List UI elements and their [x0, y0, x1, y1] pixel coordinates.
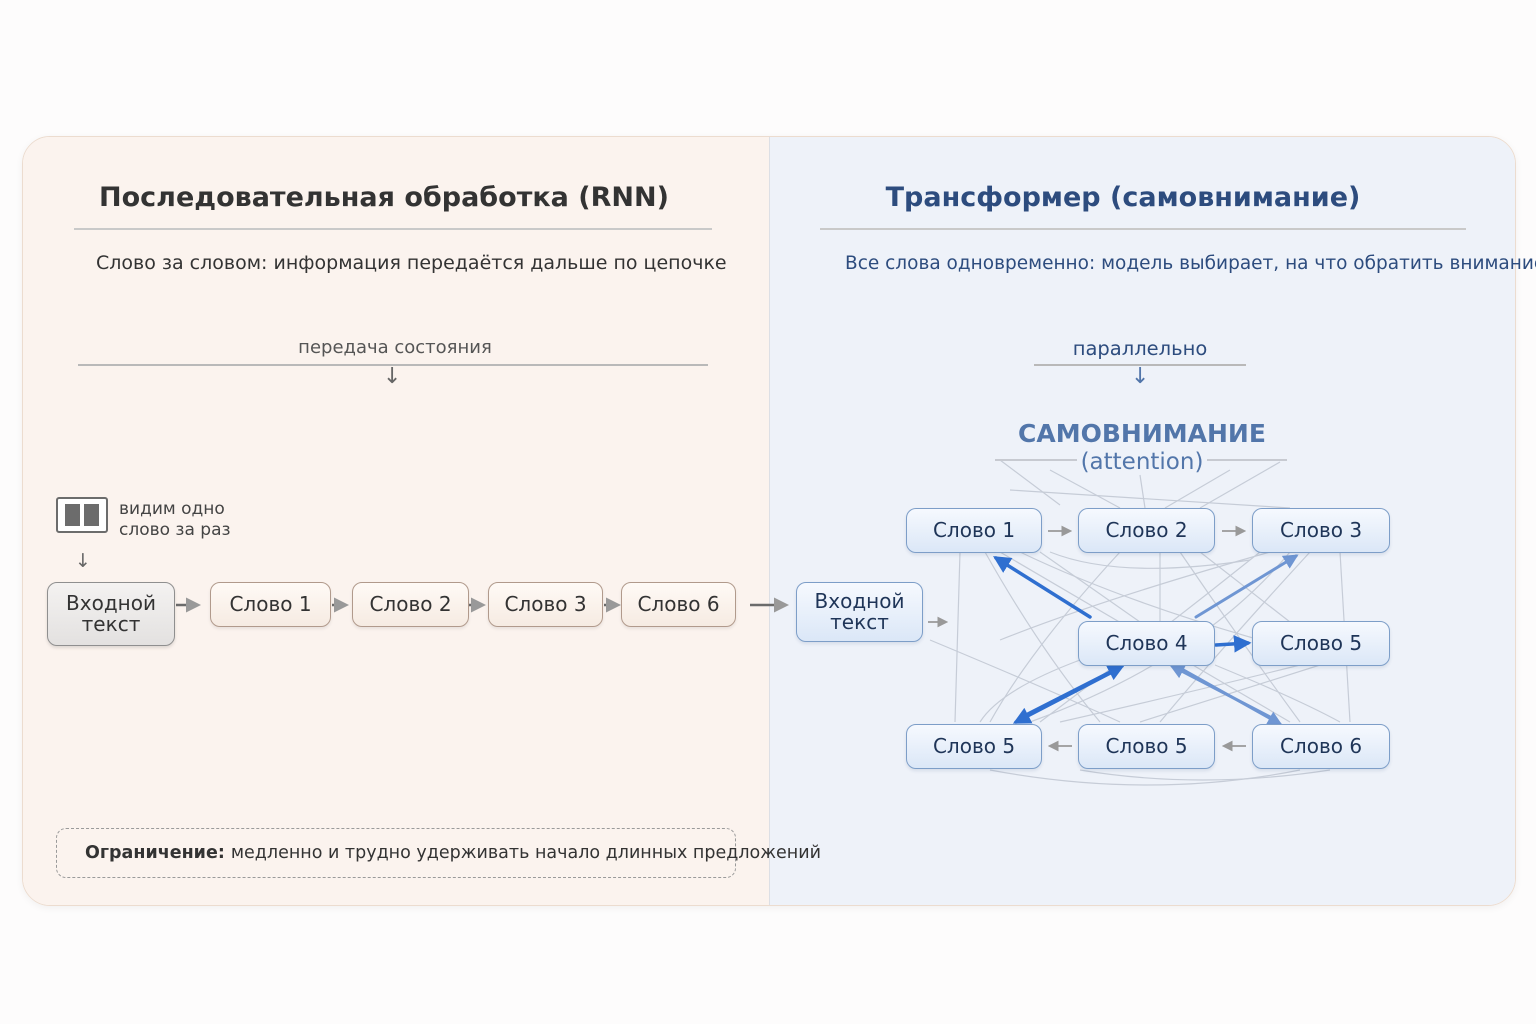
transformer-title-divider: [820, 228, 1466, 230]
node-word-6: Слово 6: [1252, 724, 1390, 769]
attention-title: САМОВНИМАНИЕ: [1018, 419, 1266, 448]
node-word-4: Слово 4: [1078, 621, 1215, 666]
node-word-3: Слово 3: [1252, 508, 1390, 553]
node-word-5-left: Слово 5: [906, 724, 1042, 769]
parallel-down-arrow-icon: ↓: [1131, 364, 1150, 389]
input-down-arrow-icon: ↓: [75, 550, 91, 572]
view-one-word-label-1: видим одно: [119, 499, 225, 519]
state-transfer-label: передача состояния: [298, 337, 492, 358]
attention-subtitle: (attention): [1080, 449, 1204, 475]
rnn-input-line1: Входной: [66, 591, 156, 615]
rnn-input-line2: текст: [81, 612, 141, 636]
limitation-text: медленно и трудно удерживать начало длин…: [230, 843, 821, 863]
transformer-title: Трансформер (самовнимание): [885, 182, 1361, 213]
rnn-panel: [23, 137, 769, 905]
pause-icon: [56, 497, 108, 533]
rnn-input-text: Входной текст: [47, 582, 175, 646]
state-down-arrow-icon: ↓: [383, 364, 402, 389]
view-one-word-label-2: слово за раз: [119, 520, 231, 540]
node-word-2: Слово 2: [1078, 508, 1215, 553]
transformer-input-line1: Входной: [814, 589, 905, 613]
rnn-subtitle: Слово за словом: информация передаётся д…: [96, 252, 727, 274]
rnn-word-2: Слово 2: [352, 582, 469, 627]
attention-web: [929, 459, 1351, 786]
comparison-card: [22, 136, 1516, 906]
transformer-subtitle: Все слова одновременно: модель выбирает,…: [845, 253, 1536, 274]
rnn-word-6: Слово 6: [621, 582, 736, 627]
rnn-title-divider: [74, 228, 712, 230]
rnn-word-1: Слово 1: [210, 582, 331, 627]
limitation-label: Ограничение:: [85, 843, 225, 863]
parallel-line: [1034, 364, 1246, 366]
parallel-label: параллельно: [1072, 337, 1208, 360]
transformer-input-line2: текст: [830, 610, 889, 634]
state-transfer-line: [78, 364, 708, 366]
rnn-word-3: Слово 3: [488, 582, 603, 627]
transformer-input-text: Входной текст: [796, 582, 923, 642]
limitation-note: Ограничение: медленно и трудно удерживат…: [56, 828, 821, 878]
node-word-5-middle: Слово 5: [1078, 724, 1215, 769]
attention-rule-left: [995, 459, 1077, 461]
attention-rule-right: [1207, 459, 1287, 461]
node-word-5-right: Слово 5: [1252, 621, 1390, 666]
node-word-1: Слово 1: [906, 508, 1042, 553]
rnn-title: Последовательная обработка (RNN): [99, 182, 669, 213]
